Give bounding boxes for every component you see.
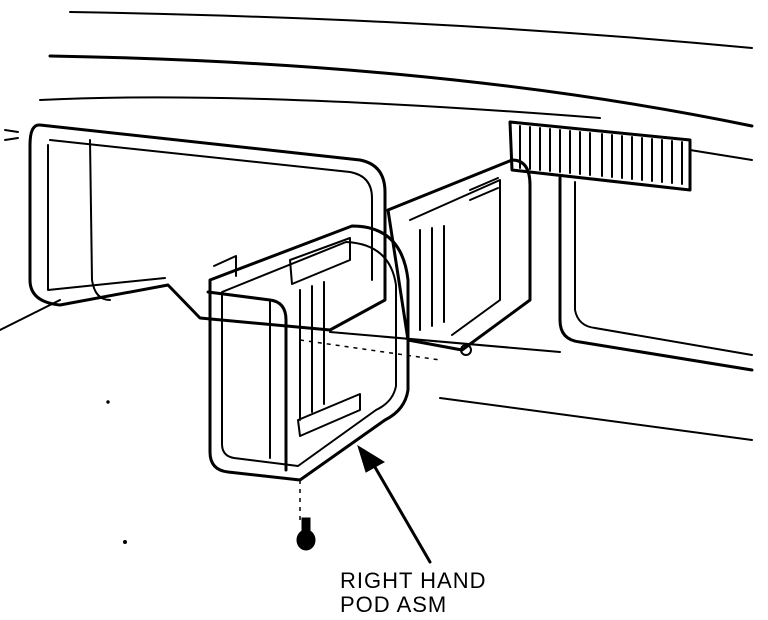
right-hand-pod-assembly bbox=[206, 224, 441, 520]
callout-label-line2: POD ASM bbox=[340, 592, 448, 617]
callout-label-line1: RIGHT HAND bbox=[340, 568, 487, 593]
specks bbox=[106, 400, 127, 544]
dash-mounting-frame bbox=[386, 158, 532, 356]
mounting-screw-icon bbox=[296, 517, 316, 551]
panel-pad-contours bbox=[0, 11, 754, 331]
callout-arrow bbox=[357, 444, 432, 564]
right-panel-trim bbox=[329, 176, 754, 441]
right-vent-louvre bbox=[508, 120, 753, 192]
left-cluster-bezel bbox=[4, 123, 387, 332]
